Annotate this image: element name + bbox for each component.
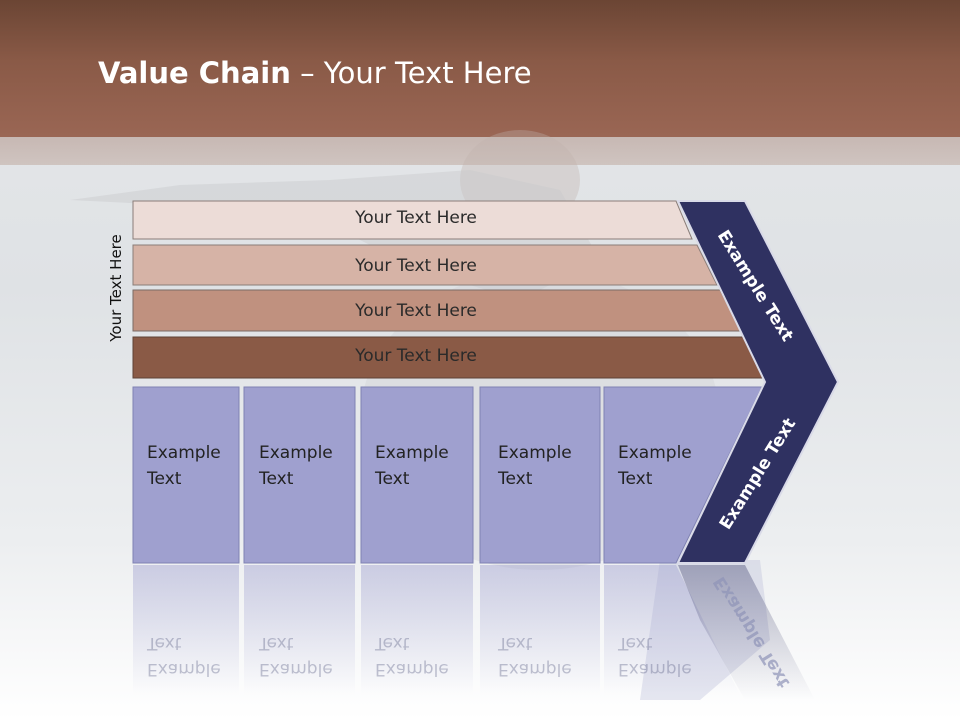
box-1-refl-line1: Example — [147, 659, 221, 679]
box-2-line2: Text — [259, 469, 294, 489]
box-4-reflection — [480, 565, 600, 695]
slide-title: Value Chain – Your Text Here — [98, 56, 532, 90]
box-2-refl-line2: Text — [259, 633, 294, 653]
box-4-line2: Text — [498, 469, 533, 489]
title-bold: Value Chain — [98, 56, 291, 90]
box-4 — [479, 386, 601, 564]
stripe-4-label: Your Text Here — [355, 346, 477, 366]
box-1-reflection-text: Example Text — [147, 630, 221, 682]
box-1-reflection — [133, 565, 239, 695]
box-5-refl-line1: Example — [618, 659, 692, 679]
box-5-line2: Text — [618, 469, 653, 489]
box-5 — [603, 386, 763, 564]
stripe-2-label: Your Text Here — [355, 256, 477, 276]
box-2-line1: Example — [259, 443, 333, 463]
box-1-line1: Example — [147, 443, 221, 463]
box-1-line2: Text — [147, 469, 182, 489]
box-2 — [243, 386, 356, 564]
box-3-line2: Text — [375, 469, 410, 489]
stripe-1-label: Your Text Here — [355, 208, 477, 228]
stripe-3-label: Your Text Here — [355, 301, 477, 321]
header-bar — [0, 0, 960, 137]
box-5-line1: Example — [618, 443, 692, 463]
chevron-reflection — [678, 565, 815, 700]
box-2-reflection-text: Example Text — [259, 630, 333, 682]
box-4-refl-line1: Example — [498, 659, 572, 679]
box-5-reflection-text: Example Text — [618, 630, 692, 682]
box-4-line1: Example — [498, 443, 572, 463]
box-3-refl-line1: Example — [375, 659, 449, 679]
box-5-reflection — [604, 565, 740, 695]
box-3-line1: Example — [375, 443, 449, 463]
box-2-reflection — [244, 565, 355, 695]
box-4-refl-line2: Text — [498, 633, 533, 653]
box-4-reflection-text: Example Text — [498, 630, 572, 682]
box-3-reflection — [361, 565, 473, 695]
box-3-refl-line2: Text — [375, 633, 410, 653]
stripe-2 — [132, 244, 718, 286]
box-3-reflection-text: Example Text — [375, 630, 449, 682]
stripe-1 — [132, 200, 693, 240]
header-band — [0, 137, 960, 165]
box-1-refl-line2: Text — [147, 633, 182, 653]
box-5-refl-line2: Text — [618, 633, 653, 653]
box-2-refl-line1: Example — [259, 659, 333, 679]
box-3 — [360, 386, 474, 564]
title-rest: – Your Text Here — [290, 56, 532, 90]
chevron-arrow — [676, 200, 840, 564]
box-1 — [132, 386, 240, 564]
